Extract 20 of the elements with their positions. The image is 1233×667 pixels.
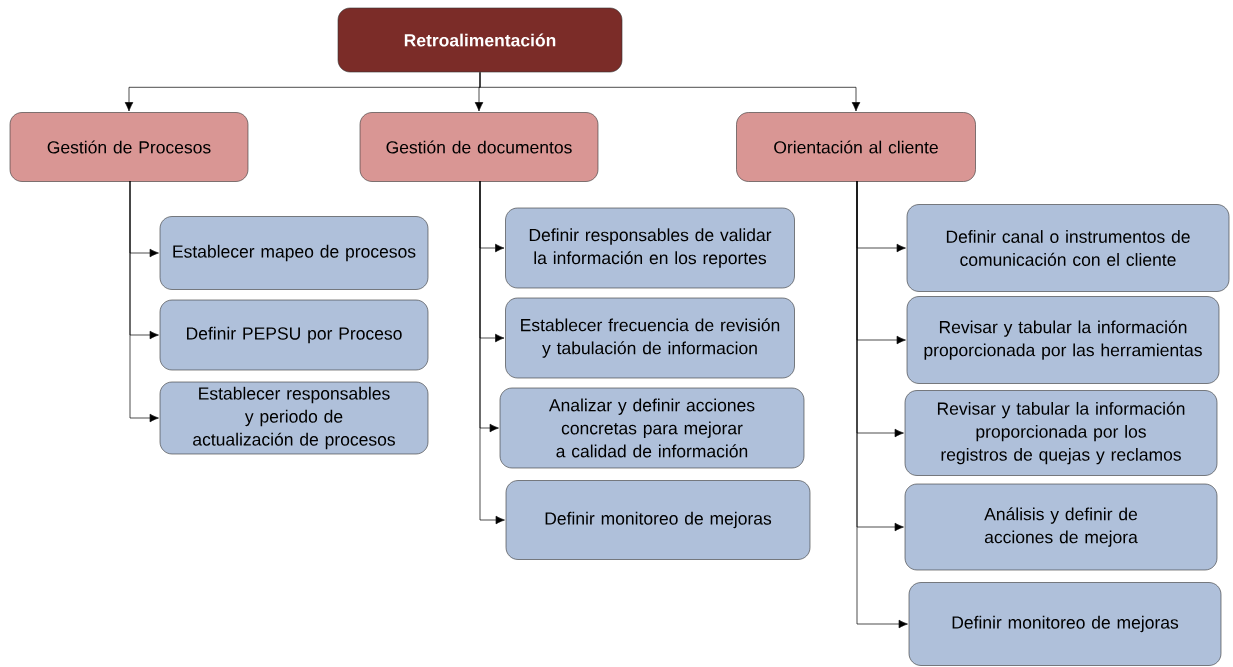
- arrow: [856, 180, 908, 629]
- task-box: Definir canal o instrumentos de comunicación con el cliente: [906, 204, 1230, 292]
- task-box: Definir monitoreo de mejoras: [505, 480, 811, 560]
- task-box: Revisar y tabular la información proporcionada por los registros de quejas y reclamos: [904, 390, 1218, 476]
- category-box: Orientación al cliente: [736, 112, 976, 182]
- arrow: [129, 180, 159, 423]
- root-box: Retroalimentación: [337, 7, 623, 73]
- arrow: [479, 71, 861, 112]
- task-box: Revisar y tabular la información proporcionada por las herramientas: [906, 296, 1220, 384]
- task-box: Establecer responsables y periodo de actualización de procesos: [159, 381, 429, 455]
- task-box: Análisis y definir de acciones de mejora: [904, 483, 1218, 571]
- task-box: Definir responsables de validar la información en los reportes: [505, 207, 795, 289]
- category-box: Gestión de Procesos: [9, 112, 249, 182]
- category-box: Gestión de documentos: [359, 112, 599, 182]
- arrow: [479, 180, 505, 525]
- task-box: Definir PEPSU por Proceso: [159, 299, 429, 371]
- task-box: Analizar y definir acciones concretas para mejorar a calidad de información: [499, 387, 805, 469]
- task-box: Establecer frecuencia de revisión y tabulación de informacion: [505, 297, 795, 379]
- task-box: Establecer mapeo de procesos: [159, 216, 429, 290]
- task-box: Definir monitoreo de mejoras: [908, 582, 1222, 666]
